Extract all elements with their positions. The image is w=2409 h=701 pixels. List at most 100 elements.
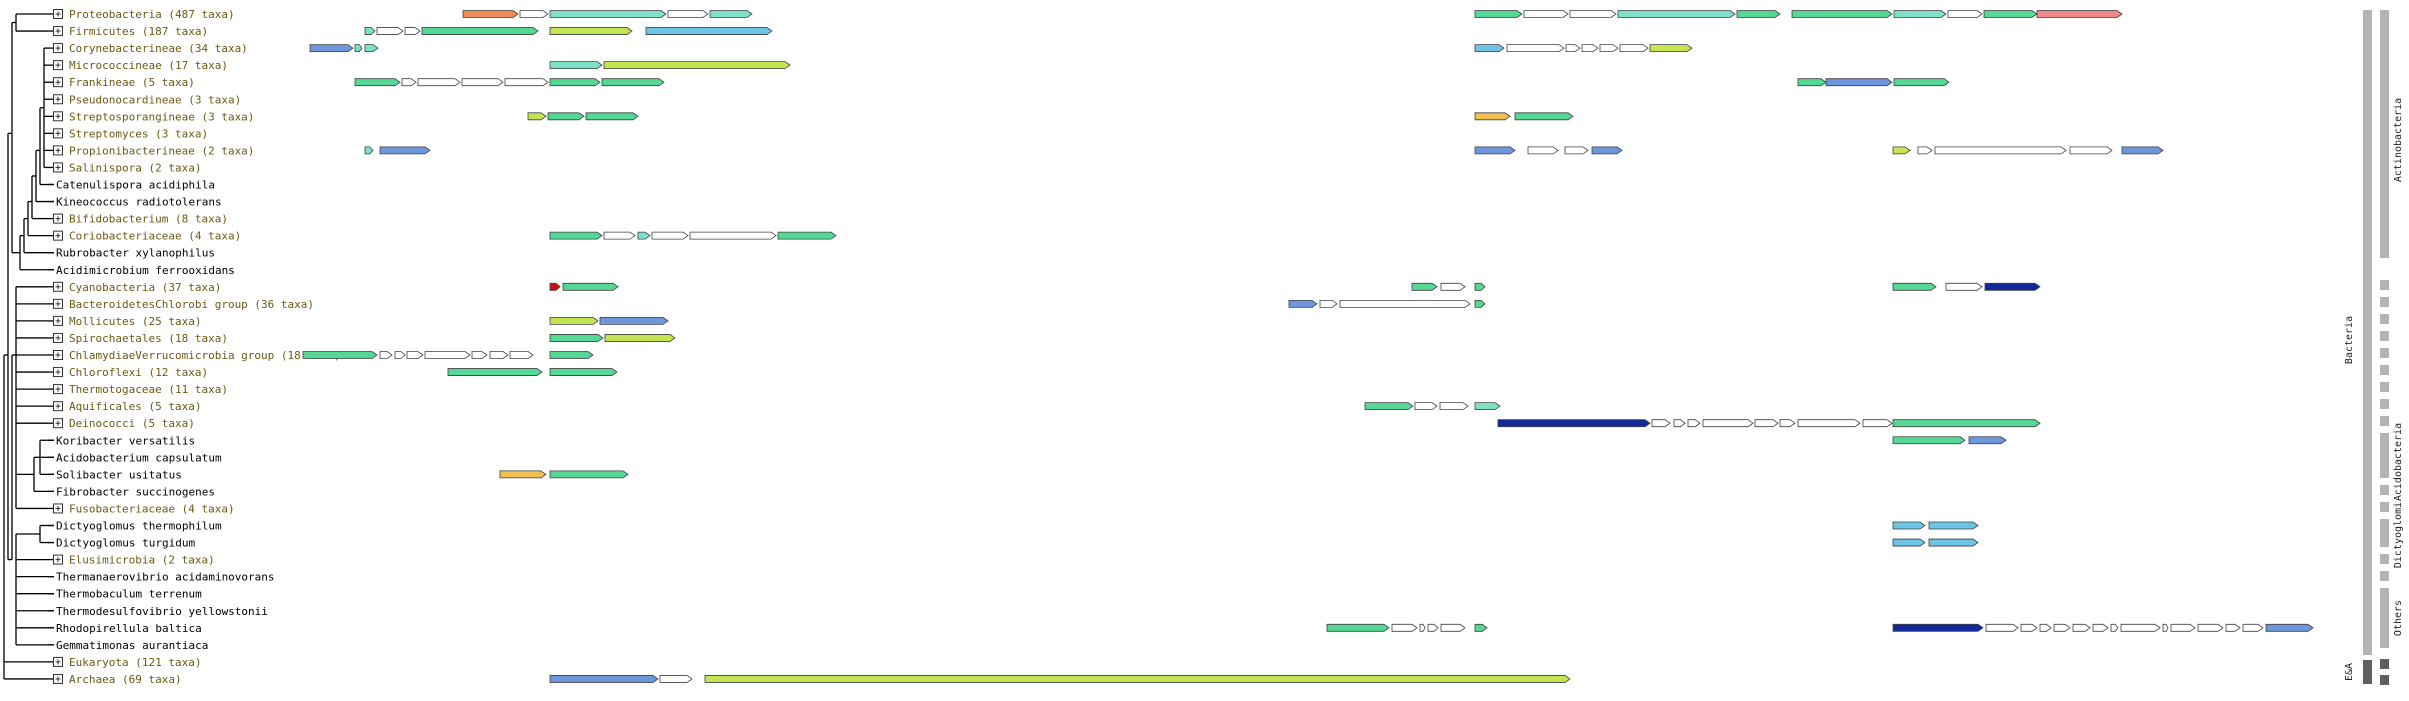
gene-arrow[interactable] xyxy=(1288,299,1318,308)
gene-arrow[interactable] xyxy=(603,61,791,70)
taxon-group-label[interactable]: ChlamydiaeVerrucomicrobia group (18 taxa… xyxy=(69,349,341,362)
gene-arrow[interactable] xyxy=(603,231,636,240)
gene-arrow[interactable] xyxy=(704,675,1571,683)
gene-arrow[interactable] xyxy=(601,78,665,87)
gene-arrow[interactable] xyxy=(549,470,629,479)
gene-arrow[interactable] xyxy=(549,316,599,325)
gene-arrow[interactable] xyxy=(604,334,676,342)
taxon-group-label[interactable]: Mollicutes (25 taxa) xyxy=(69,315,201,328)
taxon-group-label[interactable]: Streptosporangineae (3 taxa) xyxy=(69,110,254,123)
gene-arrow[interactable] xyxy=(2020,623,2038,632)
expand-toggle-icon[interactable] xyxy=(53,332,63,343)
gene-arrow[interactable] xyxy=(1474,44,1505,52)
gene-arrow[interactable] xyxy=(1934,146,2067,155)
taxon-group-label[interactable]: Eukaryota (121 taxa) xyxy=(69,656,201,669)
expand-toggle-icon[interactable] xyxy=(53,315,63,326)
gene-arrow[interactable] xyxy=(549,334,604,342)
gene-arrow[interactable] xyxy=(2092,623,2109,632)
expand-toggle-icon[interactable] xyxy=(53,367,63,378)
taxon-group-label[interactable]: Corynebacterineae (34 taxa) xyxy=(69,42,248,55)
gene-arrow[interactable] xyxy=(302,351,378,359)
gene-arrow[interactable] xyxy=(364,27,376,35)
gene-arrow[interactable] xyxy=(1928,521,1979,530)
gene-arrow[interactable] xyxy=(549,368,618,376)
gene-arrow[interactable] xyxy=(1414,402,1438,411)
gene-arrow[interactable] xyxy=(689,231,777,240)
gene-arrow[interactable] xyxy=(1427,623,1439,632)
gene-arrow[interactable] xyxy=(549,78,601,87)
gene-arrow[interactable] xyxy=(1736,10,1781,18)
gene-arrow[interactable] xyxy=(364,146,374,155)
gene-arrow[interactable] xyxy=(1651,419,1671,428)
expand-toggle-icon[interactable] xyxy=(53,418,63,429)
gene-arrow[interactable] xyxy=(1514,112,1574,121)
gene-arrow[interactable] xyxy=(549,231,603,240)
gene-arrow[interactable] xyxy=(1928,538,1979,547)
gene-arrow[interactable] xyxy=(2162,623,2169,632)
gene-arrow[interactable] xyxy=(2036,10,2123,18)
gene-arrow[interactable] xyxy=(1892,282,1937,291)
expand-toggle-icon[interactable] xyxy=(53,162,63,173)
gene-arrow[interactable] xyxy=(309,44,354,52)
taxon-group-label[interactable]: Spirochaetales (18 taxa) xyxy=(69,332,228,345)
gene-arrow[interactable] xyxy=(1565,44,1581,52)
gene-arrow[interactable] xyxy=(667,10,709,18)
gene-arrow[interactable] xyxy=(379,146,431,155)
gene-arrow[interactable] xyxy=(406,351,424,359)
gene-arrow[interactable] xyxy=(1917,146,1933,155)
taxon-group-label[interactable]: Salinispora (2 taxa) xyxy=(69,161,201,174)
gene-arrow[interactable] xyxy=(1779,419,1796,428)
gene-arrow[interactable] xyxy=(1893,78,1950,87)
gene-arrow[interactable] xyxy=(1797,419,1861,428)
gene-arrow[interactable] xyxy=(1797,78,1827,87)
gene-arrow[interactable] xyxy=(1985,623,2019,632)
gene-arrow[interactable] xyxy=(1364,402,1414,411)
taxon-group-label[interactable]: Fusobacteriaceae (4 taxa) xyxy=(69,502,235,515)
gene-arrow[interactable] xyxy=(1984,282,2041,291)
taxon-group-label[interactable]: Proteobacteria (487 taxa) xyxy=(69,8,235,21)
gene-arrow[interactable] xyxy=(1892,521,1926,530)
expand-toggle-icon[interactable] xyxy=(53,43,63,54)
taxon-group-label[interactable]: Cyanobacteria (37 taxa) xyxy=(69,281,221,294)
gene-arrow[interactable] xyxy=(1419,623,1426,632)
gene-arrow[interactable] xyxy=(1983,10,2038,18)
gene-arrow[interactable] xyxy=(1569,10,1617,18)
gene-arrow[interactable] xyxy=(519,10,549,18)
gene-arrow[interactable] xyxy=(421,27,539,35)
gene-arrow[interactable] xyxy=(651,231,689,240)
taxon-group-label[interactable]: Archaea (69 taxa) xyxy=(69,673,182,686)
gene-arrow[interactable] xyxy=(1439,402,1469,411)
gene-arrow[interactable] xyxy=(1893,10,1947,18)
gene-arrow[interactable] xyxy=(1474,623,1488,632)
taxon-group-label[interactable]: Elusimicrobia (2 taxa) xyxy=(69,554,215,567)
gene-arrow[interactable] xyxy=(637,231,651,240)
gene-arrow[interactable] xyxy=(2225,623,2241,632)
expand-toggle-icon[interactable] xyxy=(53,128,63,139)
gene-arrow[interactable] xyxy=(1702,419,1754,428)
expand-toggle-icon[interactable] xyxy=(53,26,63,37)
gene-arrow[interactable] xyxy=(394,351,406,359)
gene-arrow[interactable] xyxy=(1968,436,2007,445)
gene-arrow[interactable] xyxy=(1892,538,1926,547)
gene-arrow[interactable] xyxy=(504,78,549,87)
gene-arrow[interactable] xyxy=(1474,402,1501,411)
gene-arrow[interactable] xyxy=(1591,146,1623,155)
expand-toggle-icon[interactable] xyxy=(53,656,63,667)
expand-toggle-icon[interactable] xyxy=(53,9,63,19)
expand-toggle-icon[interactable] xyxy=(53,281,63,292)
gene-arrow[interactable] xyxy=(549,27,633,35)
gene-arrow[interactable] xyxy=(354,78,401,87)
taxon-group-label[interactable]: Frankineae (5 taxa) xyxy=(69,76,195,89)
expand-toggle-icon[interactable] xyxy=(53,554,63,565)
gene-arrow[interactable] xyxy=(1474,299,1486,308)
gene-arrow[interactable] xyxy=(2121,146,2164,155)
expand-toggle-icon[interactable] xyxy=(53,213,63,224)
gene-arrow[interactable] xyxy=(471,351,488,359)
gene-arrow[interactable] xyxy=(549,351,594,359)
taxon-group-label[interactable]: Aquificales (5 taxa) xyxy=(69,400,201,413)
taxon-group-label[interactable]: Coriobacteriaceae (4 taxa) xyxy=(69,230,241,243)
gene-arrow[interactable] xyxy=(1391,623,1418,632)
gene-arrow[interactable] xyxy=(585,112,639,121)
taxon-group-label[interactable]: Bifidobacterium (8 taxa) xyxy=(69,213,228,226)
gene-arrow[interactable] xyxy=(417,78,461,87)
